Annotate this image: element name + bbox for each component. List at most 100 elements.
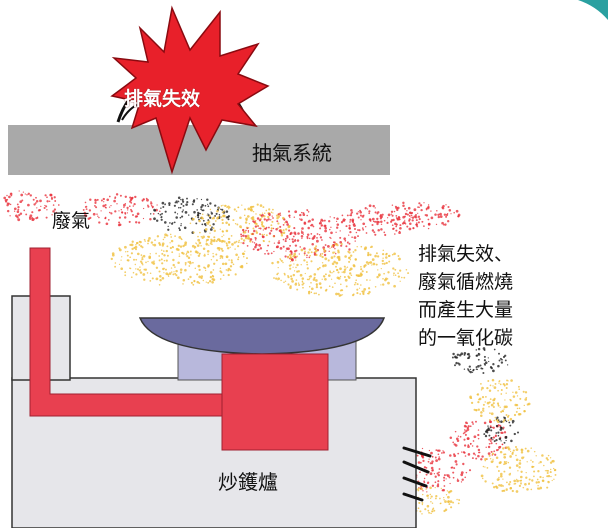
smoke-particle [152, 213, 155, 215]
smoke-particle [477, 353, 481, 356]
smoke-particle [163, 272, 165, 274]
smoke-particle [306, 267, 309, 270]
smoke-particle [161, 242, 165, 246]
smoke-particle [498, 461, 502, 465]
smoke-particle [492, 402, 495, 405]
smoke-particle [195, 242, 197, 244]
smoke-particle [425, 473, 428, 476]
smoke-particle [417, 488, 419, 490]
smoke-particle [490, 460, 494, 464]
smoke-particle [291, 280, 294, 283]
smoke-particle [472, 452, 476, 455]
smoke-particle [196, 280, 199, 284]
smoke-particle [335, 265, 337, 268]
smoke-particle [211, 217, 213, 220]
smoke-particle [478, 451, 480, 454]
smoke-particle [547, 474, 551, 478]
smoke-particle [319, 236, 323, 239]
smoke-particle [454, 430, 457, 433]
smoke-particle [142, 207, 145, 210]
smoke-particle [416, 454, 419, 457]
smoke-particle [202, 219, 205, 222]
smoke-particle [487, 445, 491, 449]
smoke-particle [238, 239, 240, 242]
smoke-particle [495, 486, 499, 489]
smoke-particle [132, 205, 135, 207]
smoke-particle [282, 261, 284, 264]
smoke-particle [292, 266, 294, 268]
smoke-particle [499, 383, 502, 386]
smoke-particle [498, 382, 500, 384]
smoke-particle [158, 255, 161, 257]
smoke-particle [201, 213, 204, 215]
smoke-particle [212, 278, 216, 282]
smoke-particle [297, 270, 300, 273]
smoke-particle [352, 264, 356, 267]
smoke-particle [243, 214, 246, 217]
smoke-particle [475, 349, 478, 351]
smoke-particle [418, 501, 421, 504]
smoke-particle [149, 272, 152, 274]
smoke-particle [151, 277, 154, 280]
smoke-particle [276, 260, 280, 264]
smoke-particle [349, 218, 352, 221]
smoke-particle [299, 213, 302, 217]
smoke-particle [293, 250, 297, 253]
smoke-particle [164, 203, 166, 206]
smoke-particle [438, 449, 441, 452]
smoke-particle [478, 397, 482, 401]
smoke-particle [285, 247, 289, 251]
smoke-particle [541, 454, 544, 457]
smoke-particle [207, 238, 210, 241]
smoke-particle [97, 215, 99, 217]
smoke-particle [488, 360, 490, 363]
smoke-particle [492, 363, 495, 366]
smoke-particle [543, 464, 545, 467]
smoke-particle [431, 456, 434, 458]
smoke-particle [85, 208, 88, 211]
stove-label: 炒鑊爐 [218, 470, 278, 494]
smoke-particle [332, 251, 335, 254]
smoke-particle [427, 222, 431, 226]
smoke-particle [308, 285, 311, 288]
smoke-particle [348, 234, 350, 236]
smoke-particle [310, 251, 313, 254]
smoke-particle [160, 258, 163, 261]
smoke-particle [493, 386, 497, 389]
smoke-particle [350, 209, 353, 212]
smoke-particle [483, 433, 486, 436]
smoke-particle [481, 396, 485, 399]
smoke-particle [341, 294, 344, 296]
smoke-particle [165, 249, 168, 253]
smoke-particle [166, 234, 169, 237]
smoke-particle [438, 468, 441, 470]
smoke-particle [178, 255, 181, 258]
smoke-particle [503, 431, 507, 434]
corner-accent [578, 0, 608, 20]
smoke-particle [16, 210, 20, 213]
smoke-particle [377, 269, 379, 271]
smoke-particle [463, 438, 466, 441]
smoke-particle [321, 252, 324, 255]
smoke-particle [537, 470, 540, 473]
smoke-particle [204, 204, 207, 207]
smoke-particle [306, 278, 309, 281]
smoke-particle [394, 268, 397, 271]
smoke-particle [455, 463, 458, 466]
smoke-particle [437, 213, 440, 217]
smoke-particle [404, 207, 407, 210]
smoke-particle [536, 478, 539, 481]
smoke-particle [505, 387, 508, 389]
smoke-particle [395, 215, 398, 217]
smoke-particle [265, 234, 268, 237]
smoke-particle [484, 363, 487, 366]
smoke-particle [159, 278, 162, 282]
smoke-particle [315, 285, 319, 289]
smoke-particle [227, 215, 231, 218]
smoke-particle [183, 226, 187, 230]
smoke-particle [531, 461, 534, 463]
smoke-particle [503, 489, 506, 492]
smoke-particle [503, 416, 506, 420]
smoke-particle [425, 208, 428, 211]
smoke-particle [497, 424, 500, 426]
